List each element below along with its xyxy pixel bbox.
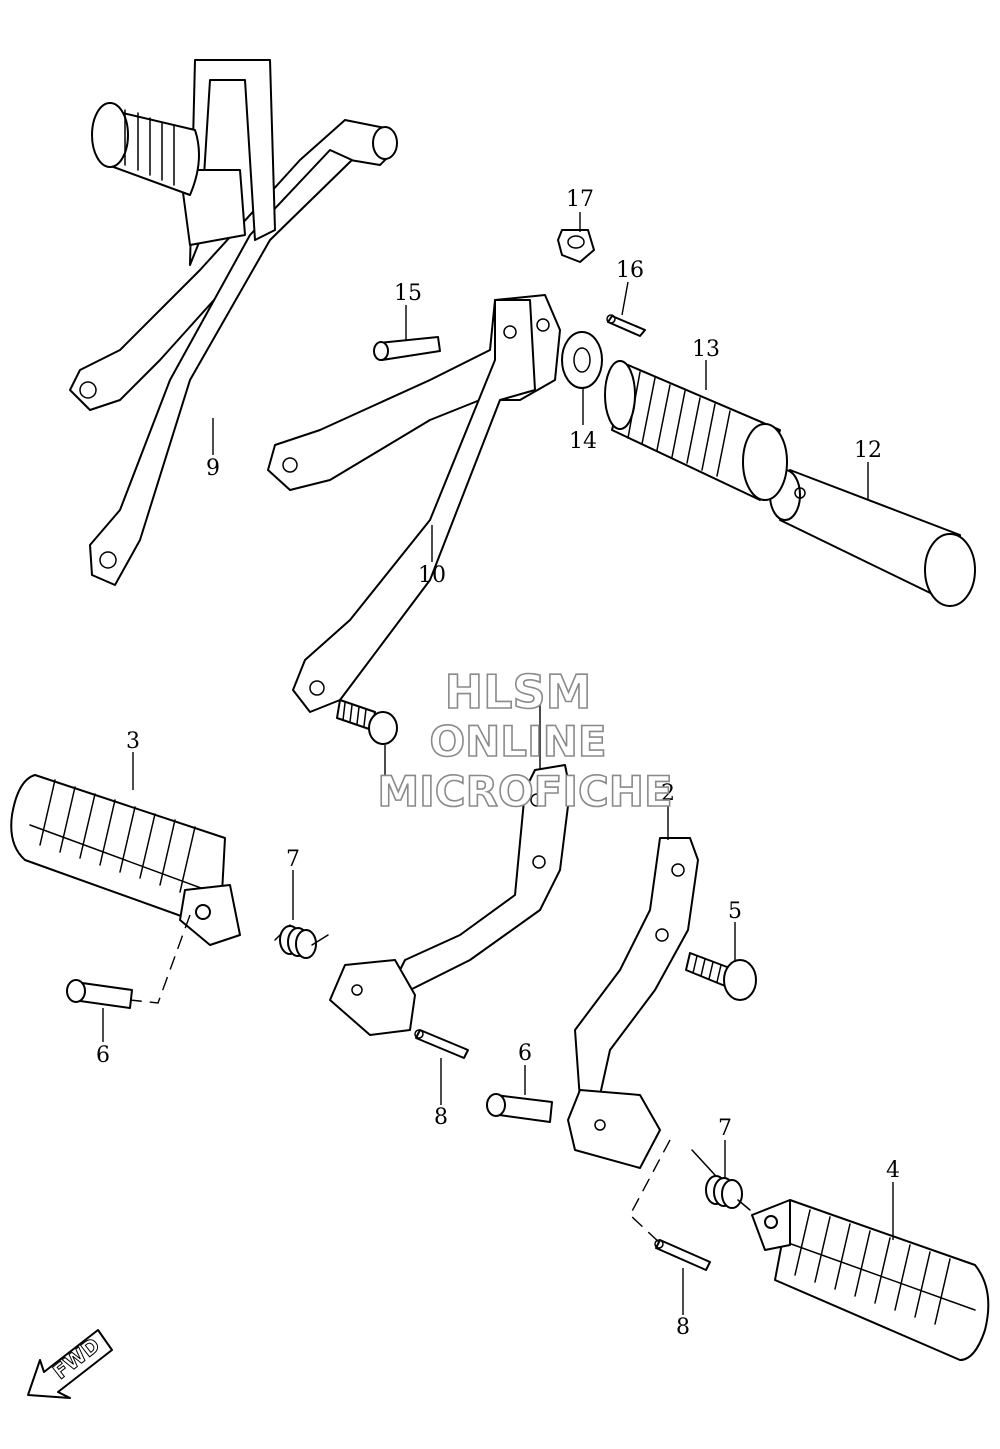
leader-lines: [102, 212, 894, 1315]
callout-16: 16: [616, 258, 644, 283]
callout-6-left: 6: [96, 1043, 110, 1068]
callout-7-right: 7: [718, 1116, 732, 1141]
assembly-axis-left: [129, 914, 191, 1004]
assembly-axis-right: [629, 1139, 671, 1246]
callout-5: 5: [728, 899, 742, 924]
bolt-5: [685, 952, 757, 1001]
fwd-arrow-icon: [27, 1329, 113, 1399]
callout-2: 2: [661, 781, 675, 806]
callout-9: 9: [206, 456, 220, 481]
spring-7-left: [274, 924, 329, 959]
footrest-bracket-left-9: [69, 59, 398, 586]
pin-15: [373, 336, 441, 361]
footrest-bracket-right-10: [267, 294, 561, 713]
callout-15: 15: [394, 281, 422, 306]
grip-rubber-13: [604, 360, 788, 501]
fwd-badge: FWD: [27, 1329, 113, 1399]
cotter-pin-16: [606, 314, 646, 337]
watermark-line-3: MICROFICHE: [377, 767, 672, 816]
footrest-left-3: [10, 774, 241, 946]
footrest-shaft-12: [769, 469, 976, 607]
callout-1: 1: [378, 776, 392, 801]
watermark-line-1: HLSM: [445, 665, 592, 719]
pin-6-left: [66, 979, 133, 1009]
bolt-11: [336, 699, 398, 745]
cotter-pin-8-lower: [654, 1239, 711, 1271]
footrest-bracket-2: [567, 837, 699, 1169]
footrest-right-4: [751, 1199, 990, 1361]
pin-6-right: [486, 1093, 553, 1123]
callout-10: 10: [418, 563, 446, 588]
nut-17: [557, 229, 595, 263]
callout-6-right: 6: [518, 1041, 532, 1066]
callout-labels: 17 16 15 13 14 12 9 10 3 1 2 7 5 6 6 8 7…: [96, 187, 900, 1340]
callout-13: 13: [692, 337, 720, 362]
callout-3: 3: [126, 729, 140, 754]
callout-14: 14: [569, 429, 597, 454]
callout-8-upper: 8: [434, 1105, 448, 1130]
footrest-bracket-1: [329, 764, 571, 1036]
callout-17: 17: [566, 187, 594, 212]
washer-14: [561, 331, 603, 389]
spring-7-right: [691, 1149, 751, 1211]
callout-8-lower: 8: [676, 1315, 690, 1340]
watermark-line-2: ONLINE: [429, 717, 606, 766]
callout-4: 4: [886, 1158, 900, 1183]
callout-7-left: 7: [286, 847, 300, 872]
cotter-pin-8-upper: [414, 1029, 469, 1059]
callout-12: 12: [854, 438, 882, 463]
watermark: HLSM ONLINE MICROFICHE: [377, 664, 674, 817]
